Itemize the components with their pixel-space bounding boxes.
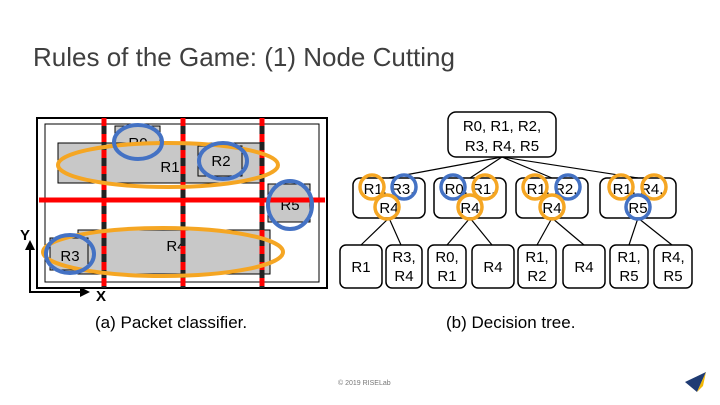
tree-hl-orange-5 bbox=[521, 173, 549, 201]
slide-title: Rules of the Game: (1) Node Cutting bbox=[33, 42, 455, 72]
tree-leaf-8 bbox=[653, 244, 693, 289]
tree-hl-orange-6 bbox=[538, 193, 566, 221]
tree-hl-blue-1 bbox=[390, 173, 418, 201]
tree-hl-orange-7 bbox=[607, 173, 635, 201]
highlight-r3-ellipse bbox=[44, 233, 96, 275]
tree-leaf-6-line-1: R4 bbox=[574, 259, 593, 276]
tree-leaf-4-line-1: R4 bbox=[483, 259, 502, 276]
edge-l1-2-l2-3 bbox=[446, 217, 471, 246]
tree-l1-node-4-line-1: R1, R4, bbox=[613, 181, 664, 198]
tree-hl-blue-3 bbox=[554, 173, 582, 201]
tree-leaf-6 bbox=[562, 244, 606, 289]
tree-leaf-5-line-2: R2 bbox=[527, 268, 546, 285]
tree-hl-orange-8 bbox=[640, 173, 668, 201]
tree-leaf-2-line-1: R3, bbox=[392, 249, 415, 266]
tree-leaf-4 bbox=[471, 244, 515, 289]
tree-root-node bbox=[447, 111, 557, 158]
tree-leaf-7-line-2: R5 bbox=[619, 268, 638, 285]
tree-l1-node-3-line-2: R4 bbox=[542, 200, 561, 217]
tree-leaf-1-line-1: R1 bbox=[351, 259, 370, 276]
y-axis-arrow bbox=[25, 240, 35, 250]
classifier-caption: (a) Packet classifier. bbox=[95, 313, 248, 332]
highlight-r4-ellipse bbox=[41, 226, 285, 278]
tree-leaf-8-line-2: R5 bbox=[663, 268, 682, 285]
tree-edges-level2 bbox=[360, 217, 673, 246]
highlight-r0-ellipse bbox=[112, 123, 164, 161]
tree-caption: (b) Decision tree. bbox=[446, 313, 576, 332]
tree-hl-orange-1 bbox=[358, 173, 386, 201]
tree-l1-node-4-line-2: R5 bbox=[628, 200, 647, 217]
highlight-r2-ellipse bbox=[197, 141, 249, 181]
tree-leaf-5 bbox=[517, 244, 557, 289]
tree-edges-level1 bbox=[388, 156, 639, 179]
tree-hl-orange-2 bbox=[373, 193, 401, 221]
tree-root-line-2: R3, R4, R5 bbox=[465, 138, 539, 155]
slide-footer: © 2019 RISELab bbox=[338, 380, 391, 387]
tree-l1-node-3-line-1: R1, R2, bbox=[527, 181, 578, 198]
rule-r2-label: R2 bbox=[211, 153, 230, 170]
x-axis-label: X bbox=[96, 288, 106, 305]
rule-r3-label: R3 bbox=[60, 248, 79, 265]
tree-l1-node-2-line-1: R0, R1, bbox=[445, 181, 496, 198]
edge-l1-2-l2-4 bbox=[469, 217, 493, 246]
edge-l1-4-l2-8 bbox=[637, 217, 673, 246]
edge-root-l1-3 bbox=[501, 156, 553, 179]
tree-hl-orange-4 bbox=[456, 193, 484, 221]
tree-highlights bbox=[358, 173, 668, 221]
tree-root-line-1: R0, R1, R2, bbox=[463, 118, 541, 135]
axes: Y X bbox=[20, 227, 106, 305]
tree-hl-orange-3 bbox=[471, 173, 499, 201]
tree-leaf-3-line-2: R1 bbox=[437, 268, 456, 285]
tree-hl-blue-2 bbox=[439, 173, 467, 201]
tree-l1-node-1-line-2: R4 bbox=[379, 200, 398, 217]
highlight-r1-ellipse bbox=[56, 141, 280, 189]
edge-root-l1-2 bbox=[469, 156, 503, 179]
decision-tree-diagram: R0, R1, R2, R3, R4, R5 R1, R3, R4 R0, R1… bbox=[339, 111, 693, 289]
tree-leaf-7-line-1: R1, bbox=[617, 249, 640, 266]
highlight-r5-ellipse bbox=[266, 179, 314, 231]
tree-leaf-1 bbox=[339, 244, 383, 289]
tree-leaf-2-line-2: R4 bbox=[394, 268, 413, 285]
tree-leaf-3 bbox=[427, 244, 467, 289]
tree-leaf-7 bbox=[609, 244, 649, 289]
packet-classifier-diagram: R0 R1 R2 R5 R4 R3 bbox=[20, 117, 328, 305]
x-axis-arrow bbox=[80, 287, 90, 297]
tree-leaf-5-line-1: R1, bbox=[525, 249, 548, 266]
edge-l1-3-l2-5 bbox=[536, 217, 553, 246]
tree-leaf-3-line-1: R0, bbox=[435, 249, 458, 266]
edge-l1-1-l2-2 bbox=[388, 217, 402, 246]
tree-leaf-8-line-1: R4, bbox=[661, 249, 684, 266]
edge-l1-3-l2-6 bbox=[551, 217, 585, 246]
rule-r1-label: R1 bbox=[160, 159, 179, 176]
edge-l1-1-l2-1 bbox=[360, 217, 390, 246]
y-axis-label: Y bbox=[20, 227, 30, 244]
edge-l1-4-l2-7 bbox=[628, 217, 639, 246]
tree-leaf-2 bbox=[385, 244, 423, 289]
tree-l1-node-1-line-1: R1, R3, bbox=[364, 181, 415, 198]
riselab-logo-icon bbox=[685, 372, 706, 392]
tree-hl-blue-4 bbox=[624, 193, 652, 221]
tree-l1-node-2-line-2: R4 bbox=[460, 200, 479, 217]
